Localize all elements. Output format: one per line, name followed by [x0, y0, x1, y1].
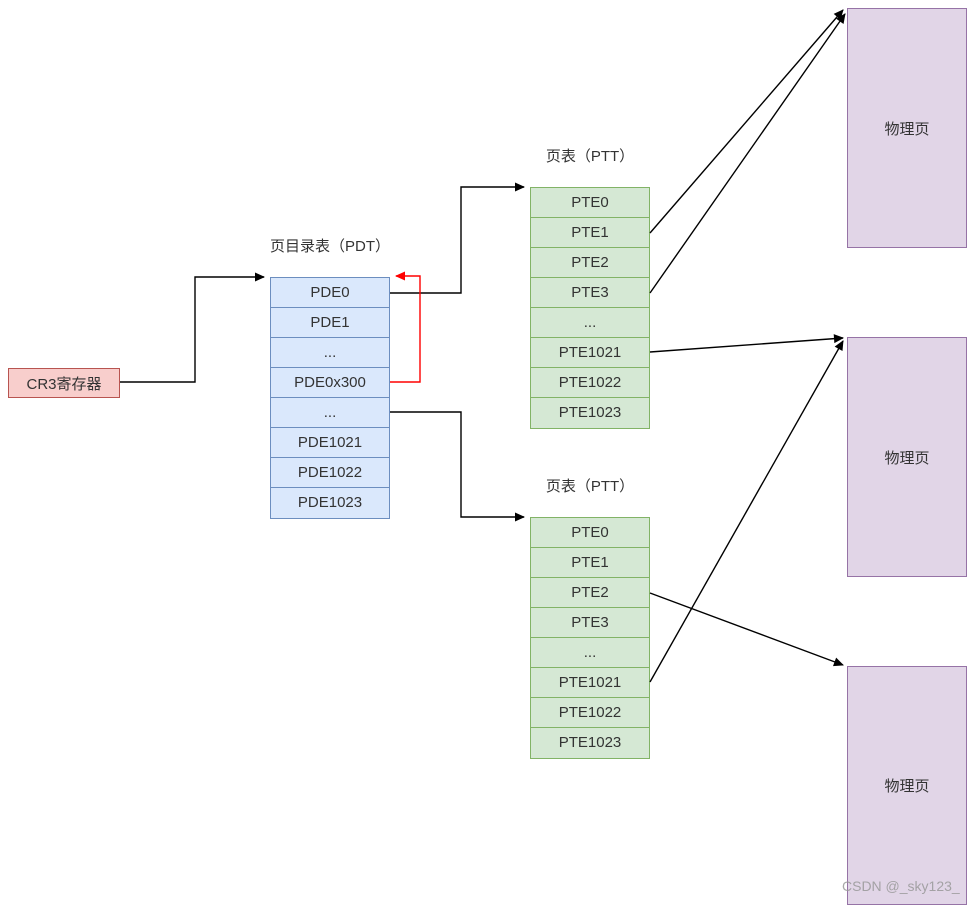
pdt-row-ellipsis-2: ...: [271, 398, 389, 428]
arrow-pde0-to-ptt-upper: [390, 182, 525, 294]
arrow-lower-pte2-to-page3: [649, 592, 844, 667]
pdt-row-pde1021: PDE1021: [271, 428, 389, 458]
pdt-row-pde1: PDE1: [271, 308, 389, 338]
ptt-lower-row-pte1023: PTE1023: [531, 728, 649, 758]
ptt-lower-row-pte1022: PTE1022: [531, 698, 649, 728]
arrow-upper-pte1021-to-page2: [649, 334, 844, 353]
pdt-row-ellipsis-1: ...: [271, 338, 389, 368]
ptt-upper-row-ellipsis: ...: [531, 308, 649, 338]
ptt-upper-row-pte2: PTE2: [531, 248, 649, 278]
arrow-cr3-to-pdt: [120, 272, 265, 383]
ptt-lower-row-pte3: PTE3: [531, 608, 649, 638]
pdt-row-pde0x300: PDE0x300: [271, 368, 389, 398]
watermark: CSDN @_sky123_: [842, 878, 960, 894]
ptt-lower-table: PTE0 PTE1 PTE2 PTE3 ... PTE1021 PTE1022 …: [530, 517, 650, 759]
cr3-register-label: CR3寄存器: [26, 375, 102, 393]
ptt-upper-row-pte1: PTE1: [531, 218, 649, 248]
physical-page-2: 物理页: [847, 337, 967, 577]
pdt-row-pde1022: PDE1022: [271, 458, 389, 488]
ptt-upper-row-pte1023: PTE1023: [531, 398, 649, 428]
ptt-upper-row-pte1021: PTE1021: [531, 338, 649, 368]
ptt-lower-row-pte0: PTE0: [531, 518, 649, 548]
ptt-upper-row-pte1022: PTE1022: [531, 368, 649, 398]
ptt-upper-row-pte0: PTE0: [531, 188, 649, 218]
arrow-pde-to-ptt-lower: [390, 411, 525, 522]
ptt-upper-title: 页表（PTT）: [545, 148, 635, 165]
arrow-pde0x300-self-reference: [390, 271, 421, 383]
pdt-row-pde1023: PDE1023: [271, 488, 389, 518]
pdt-title: 页目录表（PDT）: [269, 238, 390, 255]
pdt-row-pde0: PDE0: [271, 278, 389, 308]
ptt-upper-table: PTE0 PTE1 PTE2 PTE3 ... PTE1021 PTE1022 …: [530, 187, 650, 429]
ptt-lower-row-pte1021: PTE1021: [531, 668, 649, 698]
ptt-lower-row-pte1: PTE1: [531, 548, 649, 578]
physical-page-3: 物理页: [847, 666, 967, 905]
cr3-register-box: CR3寄存器: [8, 368, 120, 398]
ptt-lower-row-pte2: PTE2: [531, 578, 649, 608]
arrow-lower-pte1021-to-page2: [649, 340, 844, 683]
physical-page-1-label: 物理页: [884, 120, 930, 138]
ptt-upper-row-pte3: PTE3: [531, 278, 649, 308]
pdt-table: PDE0 PDE1 ... PDE0x300 ... PDE1021 PDE10…: [270, 277, 390, 519]
physical-page-1: 物理页: [847, 8, 967, 248]
arrow-pte3-to-page1: [649, 13, 846, 294]
physical-page-2-label: 物理页: [884, 449, 930, 467]
ptt-lower-title: 页表（PTT）: [545, 478, 635, 495]
arrow-pte1-to-page1: [649, 9, 844, 234]
ptt-lower-row-ellipsis: ...: [531, 638, 649, 668]
physical-page-3-label: 物理页: [884, 778, 930, 795]
